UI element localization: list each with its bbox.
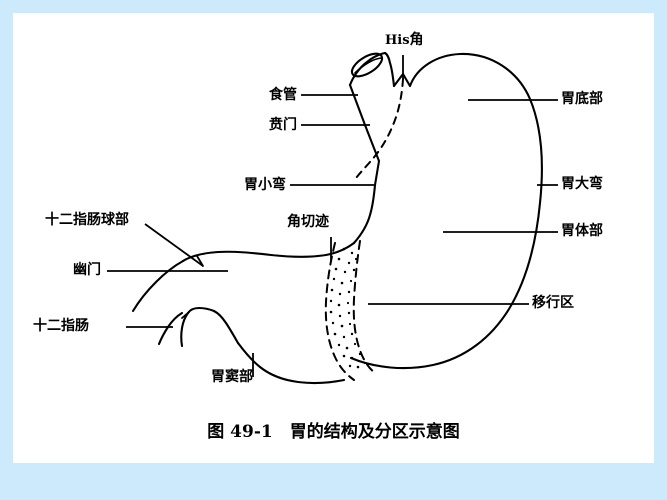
label-transitional-zone: 移行区 [532,295,574,311]
transition-band-outer-dashed-path [352,240,376,374]
transition-band-stipple-dots [329,247,367,369]
duodenum-fold-lower-path [180,311,190,348]
label-gastric-antrum: 胃窦部 [211,369,253,385]
antrum-upper-border-path [181,241,356,263]
esophagus-tube-lower-path [383,51,396,88]
antrum-lower-border-path [236,341,346,385]
stomach-diagram [107,51,558,385]
leader-duodenal-bulb [144,223,204,267]
duodenum-fold-upper-path [186,306,216,315]
label-cardia: 贲门 [269,117,297,133]
stomach-outline-path [349,52,543,370]
label-his-angle-latin: His [385,33,410,48]
label-pylorus: 幽门 [73,262,101,278]
duodenum-notch-path [181,311,190,319]
figure-caption: 图 49-1 胃的结构及分区示意图 [207,422,460,442]
slide-content-area: His角 食管 贲门 胃小弯 角切迹 十二指肠球部 幽门 十二指肠 胃窦部 胃底… [13,13,654,463]
label-duodenal-bulb: 十二指肠球部 [45,212,129,228]
label-his-angle-cn: 角 [409,32,424,48]
label-gastric-fundus: 胃底部 [561,91,603,107]
transition-band-inner-dashed-path [324,242,355,381]
label-his-angle: His角 [385,33,424,47]
duodenum-tail-path [157,311,184,346]
duodenal-bulb-top-path [131,259,185,313]
label-duodenum: 十二指肠 [33,318,89,334]
lesser-curvature-path [352,159,381,245]
label-angular-incisure: 角切迹 [287,214,329,230]
label-esophagus: 食管 [269,87,297,103]
duodenum-loop-path [212,309,240,345]
fundus-body-division-dashed-path [353,78,404,182]
esophagus-left-wall-path [348,83,381,163]
label-gastric-body: 胃体部 [561,223,603,239]
label-greater-curvature: 胃大弯 [561,176,603,192]
esophagus-lumen-ellipse [350,52,384,78]
esophagus-lumen-inner-path [354,57,382,74]
label-lesser-curvature: 胃小弯 [244,177,286,193]
